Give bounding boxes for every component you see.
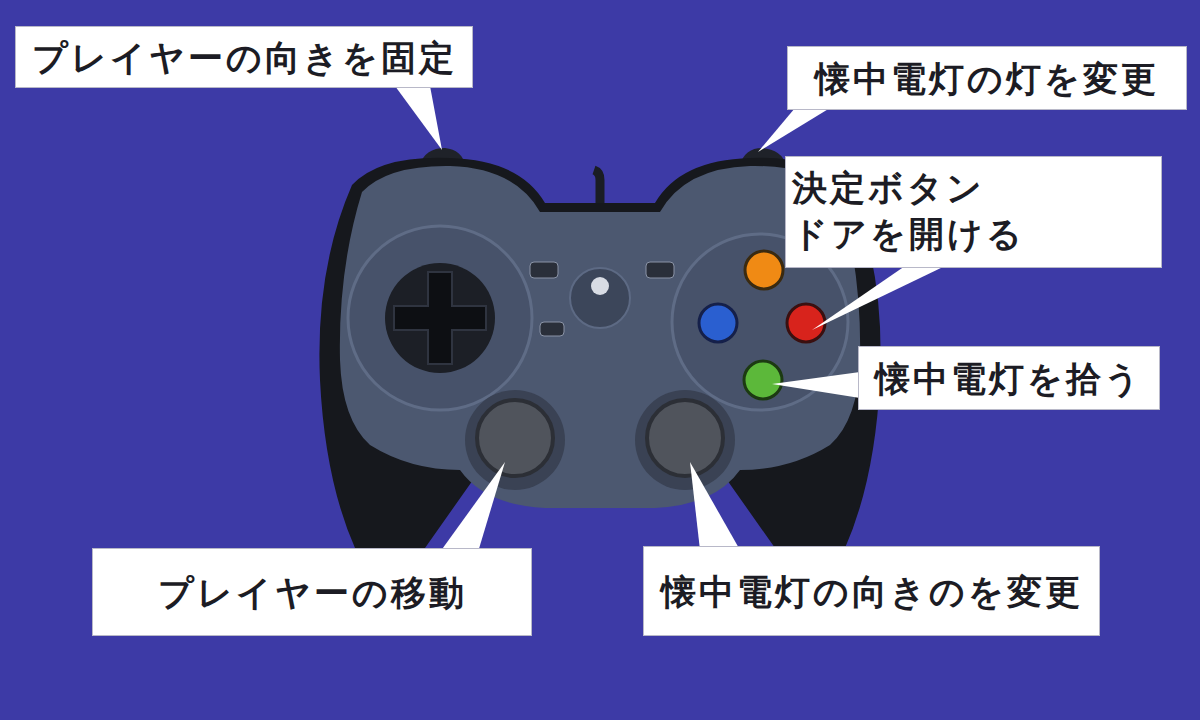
start-button: [646, 262, 674, 278]
orange-button: [745, 251, 783, 289]
leader-pointer: [440, 462, 505, 552]
callout-text: プレイヤーの移動: [101, 570, 523, 616]
right-stick-base: [635, 390, 735, 490]
callout-text: 決定ボタン: [792, 165, 1155, 211]
dpad-area: [348, 226, 532, 410]
callout-text: 懐中電灯を拾う: [867, 356, 1151, 402]
red-button: [787, 304, 825, 342]
leader-pointer: [758, 108, 830, 152]
logo: [591, 277, 609, 295]
mode-button: [540, 322, 564, 336]
leader-pointer: [690, 462, 740, 550]
callout-text: プレイヤーの向きを固定: [24, 35, 464, 81]
left-stick: [477, 400, 553, 476]
callout-box: 懐中電灯の向きのを変更: [643, 546, 1100, 636]
callout-box: プレイヤーの向きを固定: [15, 26, 473, 88]
logo-ring: [570, 268, 630, 328]
controller-body: [340, 166, 860, 508]
blue-button: [699, 304, 737, 342]
callout-box: プレイヤーの移動: [92, 548, 532, 636]
dpad-well: [385, 263, 495, 373]
leader-pointer: [772, 372, 860, 398]
leader-pointer: [395, 86, 442, 150]
right-stick: [647, 400, 723, 476]
green-button: [744, 361, 782, 399]
left-stick-base: [465, 390, 565, 490]
callout-text: 懐中電灯の灯を変更: [796, 56, 1178, 102]
back-button: [530, 262, 558, 278]
dpad: [394, 272, 486, 364]
leader-pointer: [812, 266, 945, 330]
callout-box: 懐中電灯の灯を変更: [787, 46, 1187, 110]
callout-text: ドアを開ける: [792, 211, 1155, 257]
callout-box: 決定ボタンドアを開ける: [785, 156, 1162, 268]
callout-box: 懐中電灯を拾う: [858, 346, 1160, 410]
callout-text: 懐中電灯の向きのを変更: [652, 569, 1091, 615]
